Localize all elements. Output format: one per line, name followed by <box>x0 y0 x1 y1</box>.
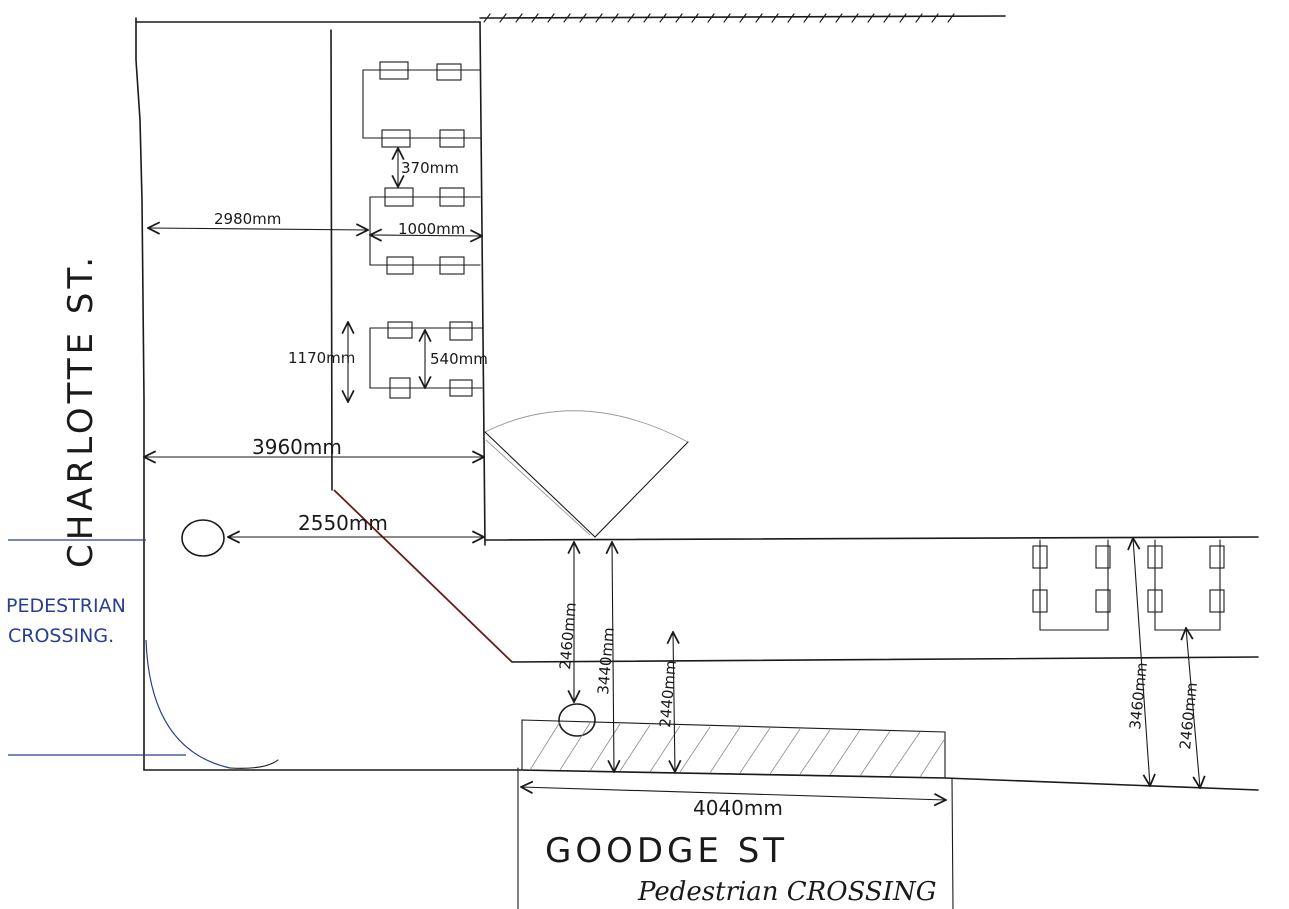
crossing-label-left-2: CROSSING. <box>8 625 114 647</box>
dim-line-1000 <box>370 235 482 236</box>
dim-line-2460b <box>1186 628 1200 788</box>
table-set-3 <box>369 321 483 399</box>
dim-label-2460a: 2460mm <box>556 602 580 671</box>
dim-label-1170: 1170mm <box>288 349 355 367</box>
table-set-1 <box>362 61 481 148</box>
table-set-right-1 <box>1032 539 1111 631</box>
dim-label-2980: 2980mm <box>214 210 281 228</box>
dim-label-540: 540mm <box>430 350 488 368</box>
dim-label-1000: 1000mm <box>398 220 465 238</box>
dim-label-370: 370mm <box>401 159 459 177</box>
dim-label-4040: 4040mm <box>693 796 783 820</box>
dim-line-2440 <box>673 632 675 772</box>
kerb-line <box>330 29 1259 663</box>
dim-line-3460 <box>1133 538 1150 786</box>
hatched-strip <box>517 719 954 909</box>
dim-line-2980 <box>148 228 368 230</box>
crossing-label-left-1: PEDESTRIAN <box>6 595 126 617</box>
bollard-1 <box>181 519 225 557</box>
crossing-label-bottom: Pedestrian CROSSING <box>637 877 937 907</box>
building-outline <box>135 15 1259 791</box>
dim-label-2440: 2440mm <box>656 660 680 729</box>
dim-line-4040 <box>521 787 946 800</box>
crossing-lines <box>8 539 186 756</box>
dim-label-3960: 3960mm <box>252 435 342 459</box>
dim-label-3460: 3460mm <box>1126 661 1151 730</box>
dim-label-3440: 3440mm <box>594 627 618 696</box>
dim-label-2550: 2550mm <box>298 511 388 535</box>
corner-curve <box>145 639 279 769</box>
street-name-goodge: GOODGE ST <box>545 831 788 871</box>
street-name-charlotte: CHARLOTTE ST. <box>61 253 101 568</box>
dim-label-2460b: 2460mm <box>1176 681 1201 750</box>
table-set-right-2 <box>1147 539 1225 631</box>
bollard-2 <box>558 703 596 737</box>
dim-line-3440 <box>612 542 614 772</box>
wall-hatch <box>483 13 955 23</box>
door-swing <box>484 410 689 538</box>
